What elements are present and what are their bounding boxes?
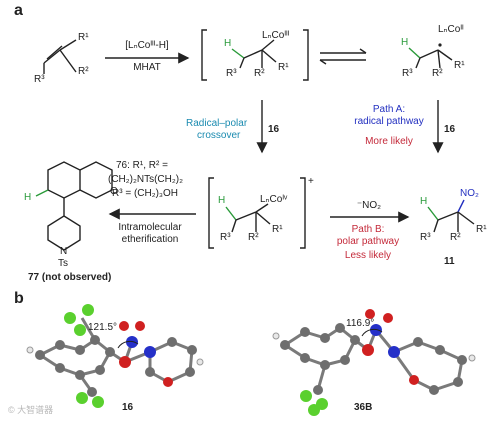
int1-r1: R¹ <box>278 62 289 73</box>
cation-r2: R² <box>248 232 259 243</box>
product11-label: 11 <box>444 256 455 267</box>
int2-r2: R² <box>432 68 443 79</box>
angle-arc-right <box>361 328 383 337</box>
path-a-line1: Path A: <box>372 104 406 115</box>
panel-label-a: a <box>14 2 23 19</box>
product77-n: N <box>60 246 68 257</box>
path-b-line3: Less likely <box>344 250 392 261</box>
spiro-product-77 <box>35 161 113 251</box>
nitrite-reagent: ⁻NO₂ <box>356 200 382 211</box>
int2-r3: R³ <box>402 68 413 79</box>
bracket-1 <box>201 29 309 81</box>
crystal-structure-36b-atoms <box>272 309 476 416</box>
alkene-r2: R² <box>78 66 89 77</box>
cation-r3: R³ <box>220 232 231 243</box>
path-a-compound: 16 <box>444 124 456 135</box>
crossover-label-line1: Radical–polar <box>186 118 248 129</box>
nitro-product-11 <box>427 199 475 233</box>
path-b-line1: Path B: <box>351 224 385 235</box>
etherification-line1: Intramolecular <box>118 222 182 233</box>
crystal-structure-36b <box>284 326 464 392</box>
etherification-line2: etherification <box>121 234 179 245</box>
radical-intermediate <box>408 47 453 69</box>
alkene-r1: R¹ <box>78 32 89 43</box>
product11-h: H <box>420 196 428 207</box>
crossover-compound: 16 <box>268 124 280 135</box>
product77-label: 77 (not observed) <box>28 272 112 283</box>
conditions-76-line3: R³ = (CH₂)₃OH <box>112 188 179 199</box>
starting-alkene <box>43 39 77 74</box>
product11-r3: R³ <box>420 232 431 243</box>
product77-ts: Ts <box>58 258 68 269</box>
cationic-cobalt-intermediate <box>225 203 271 233</box>
cation-metal: LₙCoᴵᵛ <box>260 194 288 205</box>
radical-dot <box>438 43 442 47</box>
product11-r2: R² <box>450 232 461 243</box>
angle-label-left: 121.5° <box>88 322 118 333</box>
mhat-reagent: [LₙCoᴵᴵᴵ-H] <box>125 40 169 51</box>
cation-h: H <box>218 195 226 206</box>
path-a-line3: More likely <box>365 136 413 147</box>
structure-label-16: 16 <box>122 402 134 413</box>
angle-label-right: 116.9° <box>346 318 375 329</box>
product77-o: O <box>110 186 118 197</box>
angle-arc-left <box>117 340 139 349</box>
conditions-76-line2: (CH₂)₂NTs(CH₂)₂ <box>108 174 183 185</box>
path-a-line2: radical pathway <box>354 116 424 127</box>
bracket-cation <box>208 177 306 249</box>
int1-h: H <box>224 38 232 49</box>
alkyl-cobalt-intermediate <box>231 39 277 69</box>
panel-label-b: b <box>14 290 24 307</box>
int1-r2: R² <box>254 68 265 79</box>
int2-metal: LₙCoᴵᴵ <box>438 24 464 35</box>
watermark: © 大智谱器 <box>8 405 54 415</box>
structure-label-36b: 36B <box>354 402 373 413</box>
product77-h: H <box>24 192 32 203</box>
path-b-line2: polar pathway <box>336 236 400 247</box>
equilibrium-arrows <box>319 48 367 65</box>
crossover-label-line2: crossover <box>197 130 241 141</box>
product11-no2: NO₂ <box>460 188 479 199</box>
int2-r1: R¹ <box>454 60 465 71</box>
mhat-label: MHAT <box>133 62 161 73</box>
alkene-r3: R³ <box>34 74 45 85</box>
int2-h: H <box>401 37 409 48</box>
cation-charge: + <box>308 176 314 187</box>
int1-r3: R³ <box>226 68 237 79</box>
cation-r1: R¹ <box>272 224 283 235</box>
int1-metal: LₙCoᴵᴵᴵ <box>262 30 290 41</box>
conditions-76-line1: 76: R¹, R² = <box>116 160 168 171</box>
crystal-structure-16-atoms <box>26 304 204 408</box>
product11-r1: R¹ <box>476 224 487 235</box>
